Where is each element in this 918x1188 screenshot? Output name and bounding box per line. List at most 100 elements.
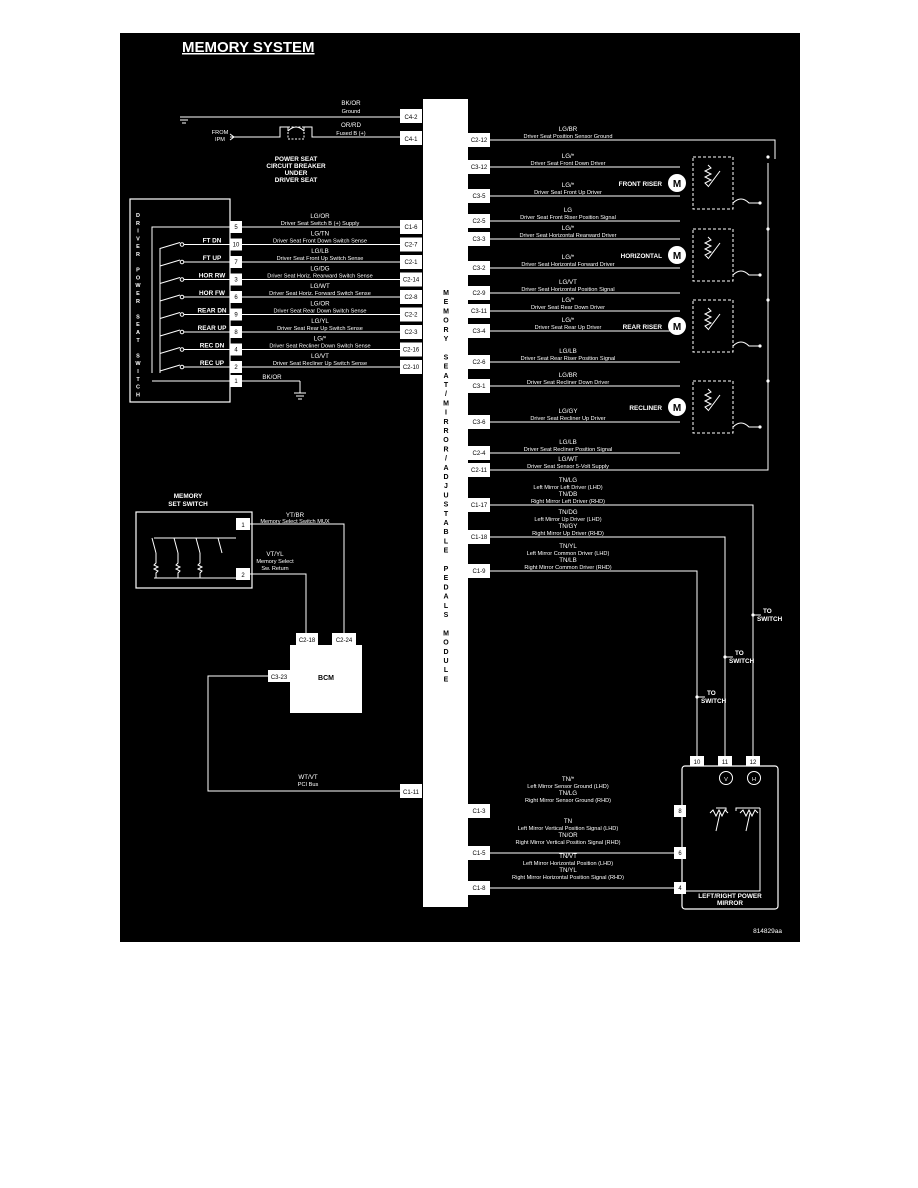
pot-wiper [707, 313, 721, 331]
connector-box [400, 237, 422, 252]
module-letter: O [443, 640, 449, 647]
connector-box [468, 160, 490, 174]
wire-desc: Driver Seat Recliner Down Switch Sense [269, 344, 370, 350]
wire-code: LG/* [562, 254, 575, 261]
svg-text:MIRROR: MIRROR [717, 900, 743, 907]
module-letter: J [444, 483, 448, 490]
svg-text:LEFT/RIGHT POWER: LEFT/RIGHT POWER [698, 893, 762, 900]
module-letter: M [443, 630, 449, 637]
wire-code: LG/TN [311, 231, 329, 238]
pin-label: C3-12 [471, 165, 488, 171]
wire-desc: Right Mirror Sensor Ground (RHD) [525, 798, 611, 804]
mirror-pin-box [718, 756, 732, 766]
switch-pin-box [230, 221, 242, 233]
contact [179, 259, 185, 265]
module-letter: D [443, 584, 448, 591]
to-switch-label: SWITCH [701, 698, 727, 705]
switch-letter: W [135, 361, 141, 367]
pin-label: C1-3 [472, 809, 486, 815]
switch-arm [159, 277, 181, 284]
svg-text:C2-18: C2-18 [299, 638, 316, 644]
pin-label: C1-5 [472, 851, 486, 857]
module-letter: M [443, 400, 449, 407]
pin-label: C4-1 [404, 137, 418, 143]
motor-housing [692, 156, 734, 210]
junction [758, 201, 762, 205]
switch-letter: I [137, 229, 139, 235]
module-letter: E [444, 548, 449, 555]
contact [179, 312, 185, 317]
switch-letter: R [136, 299, 140, 305]
ipm-label: IPM [215, 137, 225, 143]
pin-label: C2-1 [404, 260, 418, 266]
connector-box [468, 286, 490, 300]
module-letter: S [444, 612, 449, 619]
motor-label: HORIZONTAL [621, 253, 663, 260]
svg-text:DRIVER SEAT: DRIVER SEAT [275, 177, 318, 184]
switch-pin: 9 [234, 313, 238, 319]
pot-wiper [707, 242, 721, 260]
pin-label: C2-4 [472, 451, 486, 457]
switch-pin-box [230, 375, 242, 387]
connector-box [400, 325, 422, 339]
svg-text:UNDER: UNDER [285, 170, 308, 177]
connector-box [468, 564, 490, 578]
pin-label: C2-5 [472, 219, 486, 225]
wire-desc: Right Mirror Up Driver (RHD) [532, 531, 604, 537]
connector-box [400, 342, 422, 357]
wire-desc: Right Mirror Horizontal Position Signal … [512, 875, 624, 881]
switch-letter: S [136, 353, 140, 359]
motor-icon [668, 398, 686, 416]
to-switch-label: SWITCH [729, 658, 755, 665]
connector-box [468, 355, 490, 369]
switch-position-label: REC DN [200, 343, 225, 350]
pin-label: C1-17 [471, 503, 488, 509]
module-letter: A [443, 594, 448, 601]
contact [179, 242, 185, 247]
junction [766, 298, 770, 302]
switch-letter: I [137, 369, 139, 375]
wire-desc: Ground [342, 109, 361, 115]
svg-text:C1-11: C1-11 [403, 790, 420, 796]
wire-code: LG/OR [310, 301, 330, 308]
connector-box [400, 220, 422, 234]
motor-housing [692, 380, 734, 434]
pin-label: C2-11 [471, 468, 488, 474]
connector-box [468, 446, 490, 460]
module-letter: E [444, 299, 449, 306]
switch-arm [159, 364, 181, 372]
wire-code: TN/GY [559, 523, 578, 530]
svg-text:H: H [752, 777, 756, 783]
switch-pin: 7 [234, 260, 238, 266]
to-switch-label: SWITCH [757, 616, 783, 623]
svg-text:C2-24: C2-24 [336, 638, 353, 644]
wire [490, 570, 698, 759]
module-letter: I [445, 410, 447, 417]
connector-box [468, 498, 490, 512]
svg-text:C3-23: C3-23 [271, 675, 288, 681]
module-letter: R [443, 446, 448, 453]
connector-c4-2 [400, 109, 422, 123]
junction [766, 155, 770, 159]
module-body [423, 99, 468, 907]
connector-box [468, 232, 490, 246]
wire-code: LG/WT [558, 456, 578, 463]
module-letter: U [443, 658, 448, 665]
wire-desc: Fused B (+) [336, 131, 366, 137]
mirror-pin-box [674, 847, 686, 859]
wire-desc: Driver Seat Recliner Position Signal [524, 447, 613, 453]
switch-letter: T [136, 377, 140, 383]
contact [179, 347, 185, 352]
connector-box [468, 304, 490, 318]
svg-text:VT/YL: VT/YL [266, 551, 284, 558]
bcm: C2-18 C2-24 BCM C3-23 C1-11 WT/VT PCI Bu… [207, 633, 422, 798]
wire-code: TN/YL [559, 543, 577, 550]
module-letter: B [443, 529, 448, 536]
wire-desc: Left Mirror Left Driver (LHD) [533, 485, 602, 491]
pin-label: C1-6 [404, 225, 418, 231]
motor-symbol: M [673, 179, 681, 190]
connector-box [468, 846, 490, 860]
svg-text:V: V [724, 777, 728, 783]
wire-code: LG/BR [559, 372, 578, 379]
